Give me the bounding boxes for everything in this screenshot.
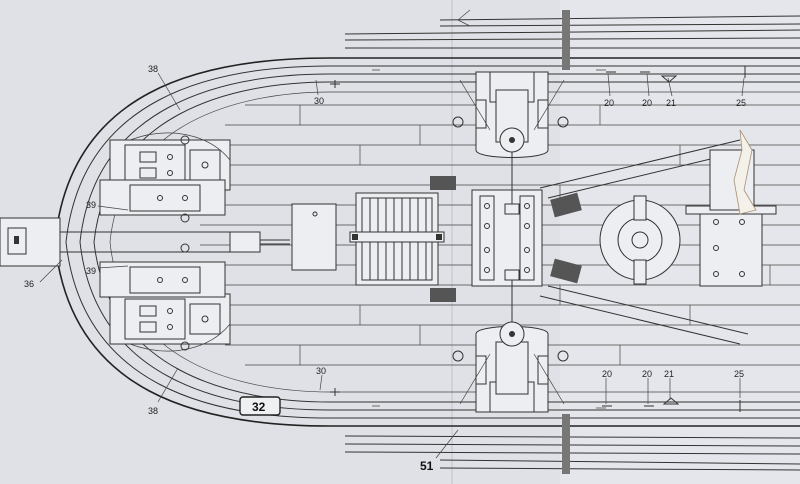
mast-partner: [291, 203, 337, 271]
label-30-top: 30: [314, 96, 324, 106]
capstan: [599, 195, 681, 285]
label-39-bottom: 39: [86, 266, 96, 276]
bow-gun-upper: [99, 132, 231, 216]
label-20-d: 20: [642, 369, 652, 379]
hatched-blocks: [430, 176, 582, 302]
hatch-grating: [349, 192, 445, 286]
mast-hole: [312, 211, 318, 217]
bowsprit: [0, 217, 290, 267]
ring-bolts: [180, 116, 569, 362]
label-51: 51: [420, 459, 434, 473]
label-25-top: 25: [736, 98, 746, 108]
aft-deck-house: [685, 129, 777, 287]
label-20-b: 20: [642, 98, 652, 108]
part-32-badge: [239, 396, 281, 416]
label-21-bottom: 21: [664, 369, 674, 379]
carronade-lower: [459, 269, 565, 413]
cleats: [330, 66, 746, 412]
label-25-bottom: 25: [734, 369, 744, 379]
leader-lines: [39, 72, 745, 459]
label-36: 36: [24, 279, 34, 289]
label-38-bottom: 38: [148, 406, 158, 416]
label-32: 32: [252, 400, 266, 414]
carronade-upper: [459, 71, 565, 215]
oars-bottom: [344, 414, 800, 474]
label-20-a: 20: [604, 98, 614, 108]
label-38-top: 38: [148, 64, 158, 74]
bow-gun-lower: [99, 261, 231, 352]
label-30-bottom: 30: [316, 366, 326, 376]
label-39-top: 39: [86, 200, 96, 210]
label-21-top: 21: [666, 98, 676, 108]
oars-top: [344, 9, 800, 70]
label-20-c: 20: [602, 369, 612, 379]
